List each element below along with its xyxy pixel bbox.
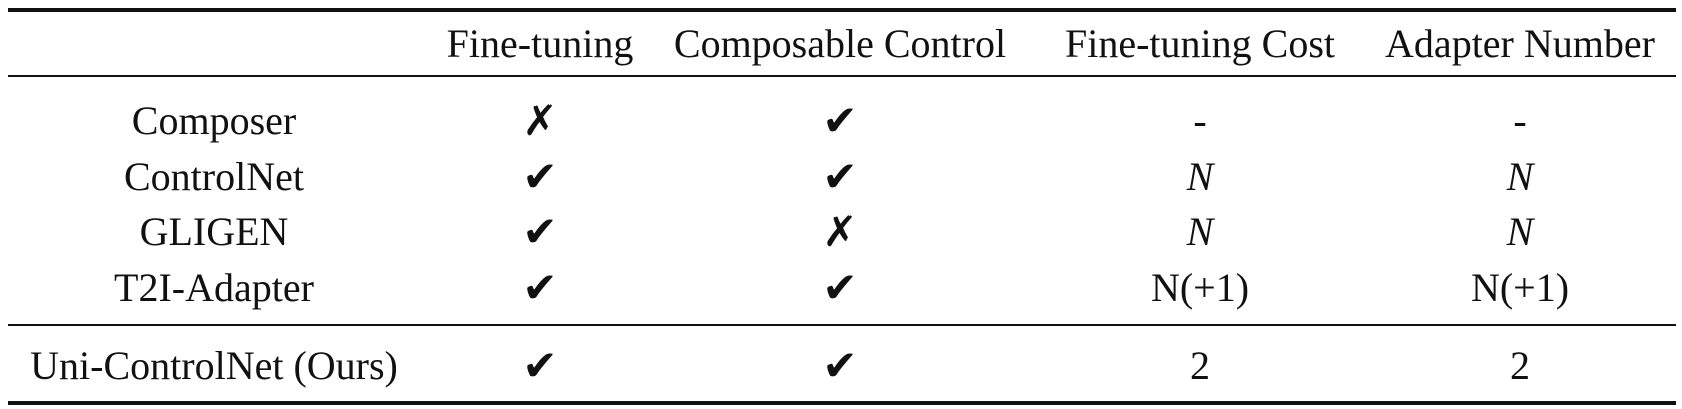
fine-tuning-cost-value: N(+1) <box>1150 265 1250 310</box>
table-top-rule <box>8 8 1676 12</box>
fine-tuning-cost-value: N <box>1186 154 1214 199</box>
header-adapter-number: Adapter Number <box>1385 21 1655 66</box>
adapter-number-value: - <box>1513 98 1527 143</box>
header-method <box>8 20 420 68</box>
method-name: T2I-Adapter <box>114 265 314 310</box>
checkmark-icon: ✔ <box>822 152 858 201</box>
header-rule <box>8 75 1676 77</box>
checkmark-icon: ✔ <box>522 207 558 256</box>
checkmark-icon: ✔ <box>522 263 558 312</box>
adapter-number-value: N <box>1506 209 1534 254</box>
fine-tuning-cost-value: 2 <box>1190 343 1210 388</box>
checkmark-icon: ✔ <box>522 152 558 201</box>
checkmark-icon: ✔ <box>822 263 858 312</box>
checkmark-icon: ✔ <box>822 96 858 145</box>
method-name: Composer <box>131 98 297 143</box>
ours-separator-rule <box>8 324 1676 326</box>
adapter-number-value: 2 <box>1510 343 1530 388</box>
checkmark-icon: ✔ <box>522 341 558 390</box>
adapter-number-value: N <box>1506 154 1534 199</box>
adapter-number-value: N(+1) <box>1470 265 1570 310</box>
fine-tuning-cost-value: N <box>1186 209 1214 254</box>
header-fine-tuning-cost: Fine-tuning Cost <box>1064 21 1336 66</box>
method-name: ControlNet <box>124 154 304 199</box>
cross-icon: ✗ <box>822 207 858 256</box>
checkmark-icon: ✔ <box>822 341 858 390</box>
fine-tuning-cost-value: - <box>1193 98 1207 143</box>
method-name: GLIGEN <box>139 209 289 254</box>
table-bottom-rule <box>8 401 1676 405</box>
header-fine-tuning: Fine-tuning <box>446 21 634 66</box>
method-name: Uni-ControlNet (Ours) <box>30 343 398 388</box>
header-composable-control: Composable Control <box>673 21 1007 66</box>
cross-icon: ✗ <box>522 96 558 145</box>
